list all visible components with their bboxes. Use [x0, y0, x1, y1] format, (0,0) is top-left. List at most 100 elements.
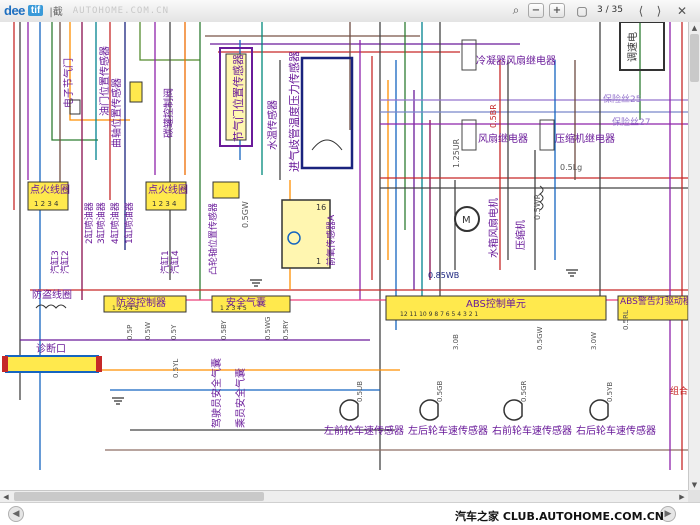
compressor-label: 压缩机 — [514, 220, 527, 250]
fit-page-icon[interactable]: ▢ — [576, 3, 588, 18]
wire-label-05sr: 0.5BR — [489, 104, 498, 128]
cam-sensor-connector — [212, 181, 240, 199]
ground-symbols — [112, 269, 578, 405]
horizontal-scroll-thumb[interactable] — [14, 492, 264, 501]
abs-warning-connector — [617, 295, 688, 321]
zoom-in-button[interactable]: + — [549, 3, 565, 18]
speed-control-box — [619, 22, 665, 71]
wheel-speed-sensors — [339, 399, 609, 421]
wire-label-05gb: 0.5GB — [436, 380, 444, 402]
page-indicator: 3 / 35 — [597, 5, 623, 15]
wire-label-05wr: 0.5WR — [533, 193, 542, 220]
wire-label-05gw-abs: 0.5GW — [536, 326, 544, 350]
ws-fr-symbol — [503, 399, 523, 421]
document-canvas[interactable]: 电子节气门 油门位置传感器 曲轴位置传感器 碳罐控制阀 节气门位置传感器 水温传… — [0, 22, 688, 490]
wire-label-05ub: 0.5UB — [356, 381, 364, 402]
airbag-label: 安全气囊 — [226, 296, 266, 309]
scroll-up-icon[interactable]: ▲ — [691, 23, 698, 32]
camshaft-valve-label: 碳罐控制阀 — [162, 88, 175, 138]
vertical-scrollbar[interactable]: ▲ ▼ — [688, 22, 700, 490]
status-bar: ◀ ▶ 汽车之家 CLUB.AUTOHOME.COM.CN — [0, 502, 700, 525]
abs-warning-label: ABS警告灯驱动模 — [620, 295, 688, 307]
capture-label: |截 — [49, 7, 63, 18]
wire-label-05y: 0.5Y — [170, 324, 178, 340]
wire-label-05gw: 0.5GW — [241, 201, 250, 228]
scroll-left-icon[interactable]: ◀ — [3, 492, 9, 501]
next-image-icon[interactable]: ▶ — [660, 506, 676, 522]
throttle-sensor-label: 油门位置传感器 — [98, 46, 111, 116]
compressor-coil — [539, 185, 544, 211]
zoom-out-button[interactable]: − — [528, 3, 544, 18]
scroll-down-icon[interactable]: ▼ — [691, 480, 698, 489]
previous-image-icon[interactable]: ◀ — [8, 506, 24, 522]
antitheft-ctrl-label: 防盗控制器 — [116, 296, 166, 309]
throttle-position-box — [219, 47, 253, 147]
fuse-25-label: 保险丝25 — [603, 93, 641, 105]
wire-label-125r: 1.25UR — [452, 138, 461, 168]
ws-rr-label: 右后轮车速传感器 — [576, 424, 656, 437]
injector-1-label: 1缸喷油器 — [123, 202, 135, 244]
page-current: 3 — [597, 5, 603, 15]
injector-3-label: 3缸喷油器 — [95, 202, 107, 244]
ignition-coil-1-pins: 1 2 3 4 — [34, 200, 59, 208]
antitheft-coil-symbol — [35, 304, 67, 309]
logo-text: dee — [4, 3, 25, 18]
search-icon[interactable]: ⌕ — [512, 3, 520, 17]
vertical-scroll-thumb[interactable] — [690, 34, 699, 82]
ws-fl-symbol — [339, 399, 359, 421]
wire-label-05yl: 0.5YL — [172, 359, 180, 378]
cylinder-2-label: 汽缸2 — [59, 250, 71, 274]
ws-rl-label: 左后轮车速传感器 — [408, 424, 488, 437]
antitheft-coil-label: 防盗线圈 — [32, 288, 72, 301]
wire-label-30b: 3.0B — [452, 334, 460, 350]
wire-label-05wg: 0.5WG — [264, 317, 272, 340]
cylinder-1-label: 汽缸1 — [159, 250, 171, 274]
wire-label-30w: 3.0W — [590, 332, 598, 350]
previous-page-icon[interactable]: ⟨ — [638, 3, 644, 18]
wiring-diagram: 电子节气门 油门位置传感器 曲轴位置传感器 碳罐控制阀 节气门位置传感器 水温传… — [2, 22, 688, 470]
ignition-coil-2-label: 点火线圈 — [148, 183, 188, 196]
scrollbar-corner — [688, 490, 700, 502]
abs-pins-top: 12 11 10 9 8 7 6 5 4 3 2 1 — [400, 311, 478, 318]
throttle-motor-connector — [129, 81, 143, 103]
wire-bundle — [13, 22, 688, 470]
ignition-coil-1-label: 点火线圈 — [30, 183, 70, 196]
abs-unit-label: ABS控制单元 — [466, 297, 526, 310]
oxygen-sensor-box — [281, 199, 331, 269]
compressor-relay-label: 压缩机继电器 — [555, 132, 615, 145]
close-icon[interactable]: ✕ — [676, 3, 688, 18]
throttle-pos-label: 节气门位置传感器 — [231, 54, 245, 142]
cylinder-3-label: 汽缸3 — [49, 250, 61, 274]
ignition-coil-2-pins: 1 2 3 4 — [152, 200, 177, 208]
injector-2-label: 2缸喷油器 — [83, 202, 95, 244]
driver-airbag-label: 驾驶员安全气囊 — [210, 358, 223, 428]
pin-1-label: 1 — [316, 257, 321, 266]
airbag-pins: 1 2 3 4 5 — [220, 305, 247, 312]
wire-label-05lg: 0.5Lg — [560, 163, 582, 172]
ws-rl-symbol — [419, 399, 439, 421]
ws-rr-symbol — [589, 399, 609, 421]
wire-label-05yb: 0.5YB — [606, 382, 614, 402]
diag-port-label: 诊断口 — [36, 342, 66, 355]
fan-relay-label: 风扇继电器 — [478, 132, 528, 145]
wire-label-05w: 0.5W — [144, 322, 152, 340]
diag-port-connector — [5, 355, 99, 373]
next-page-icon[interactable]: ⟩ — [656, 3, 662, 18]
antitheft-controller-connector — [103, 295, 187, 313]
horizontal-scrollbar[interactable]: ◀ ▶ — [0, 490, 688, 502]
page-total: 35 — [611, 5, 623, 15]
pin-16-label: 16 — [316, 203, 326, 212]
motor-symbol — [69, 99, 81, 115]
ws-fr-label: 右前轮车速传感器 — [492, 424, 572, 437]
svg-text:M: M — [462, 215, 471, 226]
radiator-fan-label: 水箱风扇电机 — [487, 198, 500, 258]
coolant-temp-label: 水温传感器 — [266, 100, 279, 150]
passenger-airbag-label: 乘员安全气囊 — [234, 368, 247, 428]
throttle-motor-label: 电子节气门 — [62, 58, 75, 108]
viewer-toolbar: dee tif |截 AUTOHOME.COM.CN ⌕ − + ▢ 3 / 3… — [0, 0, 700, 23]
scroll-right-icon[interactable]: ▶ — [679, 492, 685, 501]
ignition-coil-1-connector — [27, 181, 69, 211]
intake-pressure-label: 进气歧管温度压力传感器 — [287, 51, 301, 172]
antitheft-ctrl-pins: 1 2 3 4 5 — [112, 305, 139, 312]
combo-label: 组合 — [670, 385, 688, 397]
